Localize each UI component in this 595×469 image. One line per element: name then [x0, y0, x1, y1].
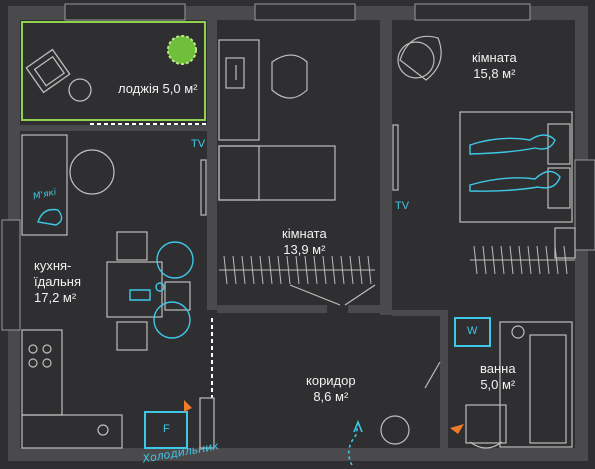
corridor-area: 8,6 м² — [313, 389, 349, 404]
room-15-name: кімната — [472, 50, 517, 65]
kitchen-name-1: кухня- — [34, 258, 72, 273]
bath-name: ванна — [480, 361, 516, 376]
hanger-mark — [563, 245, 568, 275]
hanger-mark — [545, 245, 550, 275]
hanger-mark — [491, 245, 496, 275]
bath-area: 5,0 м² — [480, 377, 516, 392]
room-13-tv — [200, 124, 399, 216]
washer-letter: W — [467, 325, 478, 337]
room-13-door — [289, 284, 376, 306]
hanger-mark — [527, 245, 532, 275]
loggia-armchair — [25, 48, 71, 94]
corridor-name: коридор — [306, 373, 356, 388]
hanger-mark — [482, 245, 487, 275]
hanger-mark — [473, 245, 478, 275]
hanger-mark — [518, 245, 523, 275]
sleeping-people — [469, 134, 561, 192]
room-15-furniture — [397, 35, 576, 259]
hanger-mark — [340, 255, 345, 285]
room-15-wardrobe — [470, 245, 575, 275]
room-13-label: кімната 13,9 м² — [282, 226, 327, 258]
kitchen-furniture — [21, 134, 191, 449]
loggia-name: лоджія — [118, 81, 159, 96]
windows — [1, 3, 595, 331]
hanger-mark — [250, 255, 255, 285]
room-13-wardrobe — [219, 255, 375, 285]
hanger-mark — [241, 255, 246, 285]
kitchen-label: кухня- їдальня 17,2 м² — [34, 258, 81, 306]
washer-icon — [454, 317, 491, 347]
hanger-mark — [358, 255, 363, 285]
fridge-letter: F — [163, 423, 170, 435]
plant-icon — [167, 35, 197, 65]
hanger-mark — [536, 245, 541, 275]
hanger-mark — [322, 255, 327, 285]
room-15-area: 15,8 м² — [473, 66, 516, 81]
hanger-mark — [268, 255, 273, 285]
hanger-mark — [295, 255, 300, 285]
hanger-mark — [313, 255, 318, 285]
kitchen-name-2: їдальня — [34, 274, 82, 289]
room-15-label: кімната 15,8 м² — [472, 50, 517, 82]
hanger-mark — [277, 255, 282, 285]
hanger-mark — [349, 255, 354, 285]
bath-door-arrow — [450, 424, 464, 434]
corridor-items — [199, 361, 441, 449]
room-13-name: кімната — [282, 226, 327, 241]
hanger-mark — [304, 255, 309, 285]
hanger-mark — [554, 245, 559, 275]
corridor-label: коридор 8,6 м² — [306, 373, 356, 405]
pouf-icon — [37, 208, 63, 226]
hanger-mark — [232, 255, 237, 285]
hanger-mark — [367, 255, 372, 285]
hanger-mark — [223, 255, 228, 285]
hanger-mark — [509, 245, 514, 275]
kitchen-area: 17,2 м² — [34, 290, 77, 305]
tv-label-left: TV — [191, 138, 206, 150]
room-13-area: 13,9 м² — [283, 242, 326, 257]
room-13-furniture — [218, 39, 336, 201]
entrance-arrow-icon — [348, 419, 363, 466]
loggia-label: лоджія 5,0 м² — [118, 81, 197, 97]
hanger-mark — [259, 255, 264, 285]
dining-people — [129, 241, 194, 339]
hanger-mark — [331, 255, 336, 285]
bath-label: ванна 5,0 м² — [480, 361, 516, 393]
fridge-icon — [144, 400, 192, 449]
loggia-side-table — [68, 78, 92, 102]
loggia-area: 5,0 м² — [162, 81, 198, 96]
tv-label-right: TV — [395, 200, 410, 212]
loggia-outline — [21, 21, 206, 121]
bath-furniture — [465, 321, 573, 449]
hanger-mark — [500, 245, 505, 275]
hanger-mark — [286, 255, 291, 285]
